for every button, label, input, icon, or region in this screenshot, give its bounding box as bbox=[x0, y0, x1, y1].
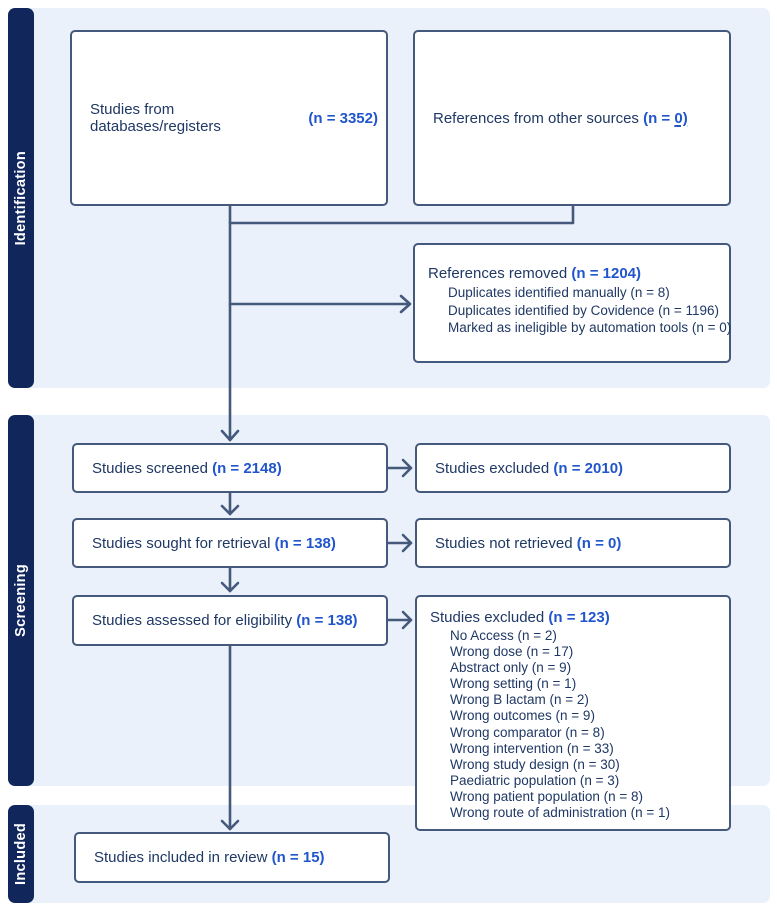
stage-bar-included: Included bbox=[8, 805, 34, 903]
list-item: Wrong comparator (n = 8) bbox=[450, 724, 605, 740]
count-badge: (n = 3352) bbox=[308, 109, 378, 127]
removal-reason-list: Duplicates identified manually (n = 8) Du… bbox=[428, 284, 732, 337]
box-title-row: References removed (n = 1204) bbox=[428, 264, 719, 283]
count-badge: (n = 0) bbox=[576, 534, 622, 552]
count-badge: (n = 1204) bbox=[571, 265, 642, 282]
box-text: Studies excluded bbox=[430, 609, 545, 626]
list-item: Duplicates identified manually (n = 8) bbox=[448, 285, 670, 300]
stage-bar-identification: Identification bbox=[8, 8, 34, 388]
count-badge: (n = 15) bbox=[271, 849, 325, 866]
stage-label-screening: Screening bbox=[13, 564, 29, 637]
box-title-row: Studies excluded (n = 123) bbox=[430, 608, 719, 627]
box-text: Studies included in review bbox=[94, 849, 268, 866]
box-text: Studies not retrieved bbox=[435, 534, 573, 552]
list-item: Wrong outcomes (n = 9) bbox=[450, 708, 595, 724]
exclusion-reason-list: No Access (n = 2)Wrong dose (n = 17)Abst… bbox=[430, 628, 719, 821]
box-text: References from other sources bbox=[433, 109, 639, 127]
box-studies-from-databases: Studies from databases/registers (n = 33… bbox=[70, 30, 388, 206]
box-studies-excluded-eligibility: Studies excluded (n = 123) No Access (n … bbox=[415, 595, 731, 831]
box-text: Studies assessed for eligibility bbox=[92, 612, 293, 629]
stage-bar-screening: Screening bbox=[8, 415, 34, 786]
list-item: Abstract only (n = 9) bbox=[450, 660, 572, 676]
list-item: Wrong B lactam (n = 2) bbox=[450, 692, 589, 708]
box-studies-screened: Studies screened (n = 2148) bbox=[72, 443, 388, 493]
box-studies-excluded-screening: Studies excluded (n = 2010) bbox=[415, 443, 731, 493]
count-badge: (n = 123) bbox=[548, 609, 610, 626]
box-references-removed: References removed (n = 1204) Duplicates… bbox=[413, 243, 731, 363]
box-studies-included-review: Studies included in review (n = 15) bbox=[74, 832, 390, 883]
box-studies-not-retrieved: Studies not retrieved (n = 0) bbox=[415, 518, 731, 568]
list-item: Wrong setting (n = 1) bbox=[450, 676, 577, 692]
list-item: Wrong dose (n = 17) bbox=[450, 644, 574, 660]
list-item: Duplicates identified by Covidence (n = … bbox=[448, 302, 720, 318]
count-badge: (n = 138) bbox=[296, 612, 358, 629]
list-item: Marked as ineligible by automation tools… bbox=[448, 320, 732, 335]
count-badge: (n = 138) bbox=[274, 534, 336, 552]
count-badge: (n = 2148) bbox=[212, 459, 282, 477]
count-prefix: (n = bbox=[643, 109, 675, 127]
box-text: Studies sought for retrieval bbox=[92, 534, 271, 552]
stage-label-identification: Identification bbox=[13, 150, 29, 246]
count-badge: (n = 2010) bbox=[553, 459, 624, 477]
box-references-other-sources: References from other sources (n = 0) bbox=[413, 30, 731, 206]
box-studies-assessed-eligibility: Studies assessed for eligibility (n = 13… bbox=[72, 595, 388, 646]
list-item: Paediatric population (n = 3) bbox=[450, 772, 620, 788]
list-item: No Access (n = 2) bbox=[450, 628, 557, 643]
box-text: Studies from databases/registers bbox=[90, 101, 221, 135]
list-item: Wrong study design (n = 30) bbox=[450, 756, 620, 772]
stage-label-included: Included bbox=[13, 822, 29, 885]
box-text: References removed bbox=[428, 265, 568, 282]
box-text: Studies screened bbox=[92, 459, 208, 477]
box-studies-sought-retrieval: Studies sought for retrieval (n = 138) bbox=[72, 518, 388, 568]
list-item: Wrong intervention (n = 33) bbox=[450, 740, 614, 756]
count-badge: (n = 0) bbox=[643, 110, 688, 127]
list-item: Wrong patient population (n = 8) bbox=[450, 788, 644, 804]
list-item: Wrong route of administration (n = 1) bbox=[450, 805, 670, 821]
count-underlined: 0) bbox=[674, 109, 688, 127]
box-text: Studies excluded bbox=[435, 459, 550, 477]
